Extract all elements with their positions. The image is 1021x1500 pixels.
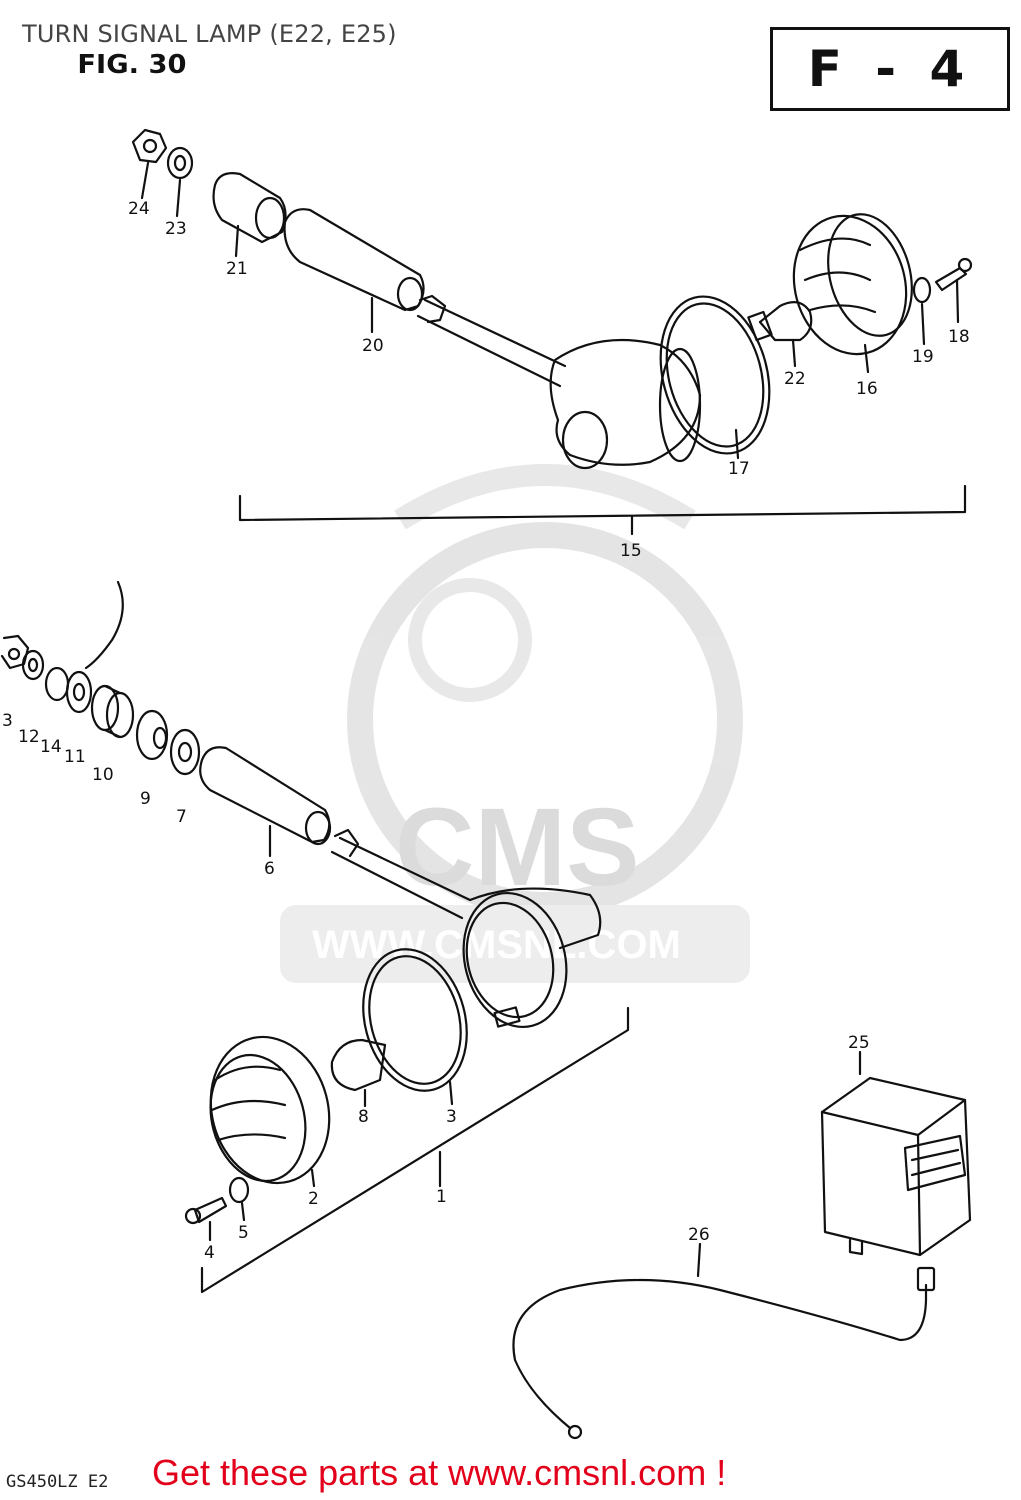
bulb-8 [330, 1038, 387, 1108]
callout-16: 16 [856, 379, 878, 399]
section-badge-label: F - 4 [807, 40, 973, 98]
callout-3: 3 [446, 1107, 457, 1127]
washer-5 [228, 1176, 250, 1222]
diagram-title: TURN SIGNAL LAMP (E22, E25) [22, 20, 397, 48]
callout-14: 14 [40, 737, 62, 757]
washer-9 [135, 709, 169, 761]
watermark: CMS WWW.CMSNL.COM [280, 464, 750, 983]
bracket-line-15 [238, 484, 967, 522]
lens-16 [792, 213, 913, 374]
callout-11: 11 [64, 747, 86, 767]
callout-8: 8 [358, 1107, 369, 1127]
callout-5: 5 [238, 1223, 249, 1243]
callout-21: 21 [226, 259, 248, 279]
flasher-relay-25 [820, 1050, 972, 1257]
callout-17: 17 [728, 459, 750, 479]
callout-4: 4 [204, 1243, 215, 1263]
terminal-11 [65, 670, 93, 714]
cta-link[interactable]: Get these parts at www.cmsnl.com ! [152, 1452, 727, 1493]
callout-9: 9 [140, 789, 151, 809]
bracket-line-1 [200, 1006, 630, 1294]
callout-10: 10 [92, 765, 114, 785]
callout-labels: 24 23 21 20 18 19 22 16 17 15 3 12 14 11… [2, 199, 970, 1263]
nut-24 [131, 128, 168, 200]
housing-stem [330, 828, 602, 1029]
figure-number: FIG. 30 [77, 50, 187, 80]
wire-lead [84, 580, 124, 670]
washer-19 [912, 276, 932, 346]
callout-13: 3 [2, 711, 13, 731]
callout-2: 2 [308, 1189, 319, 1209]
callout-6: 6 [264, 859, 275, 879]
callout-25: 25 [848, 1033, 870, 1053]
ground-wire-26 [512, 1242, 936, 1440]
washer-7 [169, 728, 201, 776]
callout-23: 23 [165, 219, 187, 239]
callout-12: 12 [18, 727, 40, 747]
model-code: GS450LZ E2 [6, 1472, 109, 1492]
callout-7: 7 [176, 807, 187, 827]
washer-12 [21, 649, 45, 681]
washer-23 [166, 146, 194, 218]
callout-1: 1 [436, 1187, 447, 1207]
bracket-21 [212, 172, 287, 258]
bulb-22 [747, 301, 813, 368]
gasket-17 [659, 295, 771, 460]
callout-26: 26 [688, 1225, 710, 1245]
lens-2 [209, 1035, 331, 1188]
rubber-sleeve-6 [199, 746, 332, 858]
callout-15: 15 [620, 541, 642, 561]
callout-19: 19 [912, 347, 934, 367]
screw-4 [184, 1196, 228, 1242]
rubber-sleeve-20 [283, 208, 425, 334]
callout-22: 22 [784, 369, 806, 389]
gasket-3 [362, 948, 468, 1106]
section-badge: F - 4 [770, 27, 1010, 111]
watermark-brand: CMS [395, 786, 639, 909]
stem-15 [416, 294, 702, 470]
callout-24: 24 [128, 199, 150, 219]
callout-20: 20 [362, 336, 384, 356]
washer-14 [44, 666, 70, 702]
spacer-10 [90, 684, 135, 739]
screw-18 [934, 257, 973, 324]
watermark-url: WWW.CMSNL.COM [312, 923, 681, 967]
callout-18: 18 [948, 327, 970, 347]
